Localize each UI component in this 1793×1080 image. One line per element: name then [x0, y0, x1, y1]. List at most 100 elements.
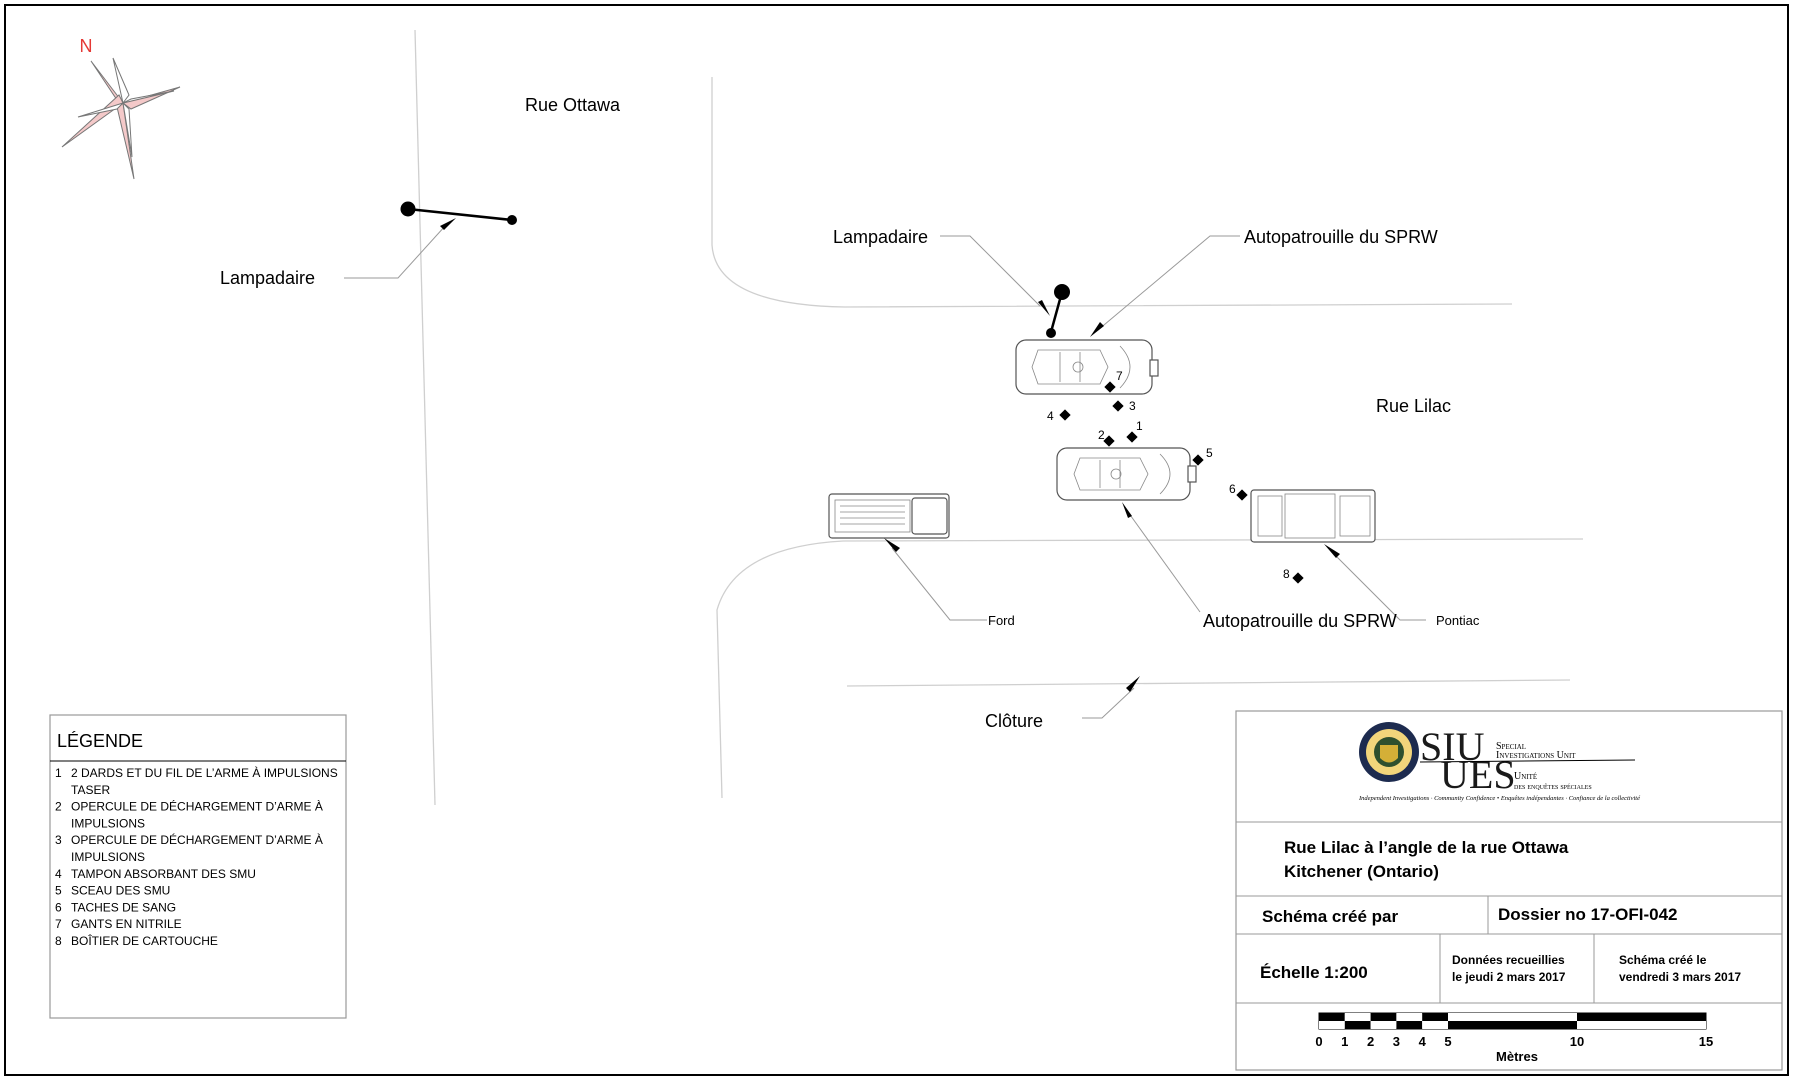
scale-tick-label: 5: [1444, 1034, 1451, 1049]
label-fence: Clôture: [985, 711, 1043, 731]
evidence-marker-8: 8: [1283, 567, 1304, 584]
arrow-cruiser-bottom: [1122, 502, 1132, 518]
evidence-markers: 7 3 4 2 1 5 6 8: [1047, 369, 1304, 584]
arrow-lamp-right: [1038, 300, 1050, 316]
label-cruiser-top: Autopatrouille du SPRW: [1244, 227, 1438, 247]
compass-rose-icon: N: [61, 36, 181, 180]
arrow-pontiac: [1324, 544, 1340, 558]
svg-text:2: 2: [1098, 428, 1105, 442]
label-pontiac: Pontiac: [1436, 613, 1480, 628]
scale-tick-label: 10: [1570, 1034, 1584, 1049]
legend-item-text: BOÎTIER DE CARTOUCHE: [71, 933, 218, 948]
scale-segment: [1396, 1013, 1423, 1021]
leader-ford: [891, 547, 987, 621]
evidence-marker-7: 7: [1104, 369, 1123, 393]
scale-segment: [1344, 1021, 1371, 1029]
file-number: Dossier no 17-OFI-042: [1498, 905, 1678, 924]
scale-tick-label: 1: [1341, 1034, 1348, 1049]
legend-title: LÉGENDE: [57, 731, 143, 751]
scale-segment: [1422, 1013, 1448, 1021]
logo-tagline: Independent Investigations · Community C…: [1358, 795, 1641, 802]
legend-item-number: 3: [55, 833, 62, 847]
scale-segment: [1396, 1021, 1423, 1029]
legend-item-text: TACHES DE SANG: [71, 900, 176, 914]
street-name-ottawa: Rue Ottawa: [525, 95, 621, 115]
scale-segment: [1448, 1013, 1577, 1021]
street-name-lilac: Rue Lilac: [1376, 396, 1451, 416]
scale-segment: [1344, 1013, 1371, 1021]
legend-item-text: IMPULSIONS: [71, 850, 145, 864]
legend-item-text: IMPULSIONS: [71, 816, 145, 830]
scale-segment: [1319, 1021, 1345, 1029]
legend-item-text: SCEAU DES SMU: [71, 884, 170, 898]
leader-lamp-left: [344, 224, 447, 279]
leader-pontiac: [1331, 551, 1426, 621]
legend-item-number: 4: [55, 867, 62, 881]
collected-line-1: Données recueillies: [1452, 953, 1565, 967]
scale-tick-label: 15: [1699, 1034, 1713, 1049]
evidence-marker-2: 2: [1098, 428, 1115, 447]
leader-cruiser-top: [1097, 235, 1240, 331]
evidence-marker-4: 4: [1047, 409, 1071, 423]
legend-item-text: GANTS EN NITRILE: [71, 917, 182, 931]
svg-text:3: 3: [1129, 399, 1136, 413]
svg-text:6: 6: [1229, 482, 1236, 496]
collected-line-2: le jeudi 2 mars 2017: [1452, 970, 1566, 984]
scale-text: Échelle 1:200: [1260, 963, 1368, 982]
scale-tick-label: 2: [1367, 1034, 1374, 1049]
svg-text:4: 4: [1047, 409, 1054, 423]
scale-bar: 0 1 2 3 4 5 10 15 Mètres: [1315, 1012, 1713, 1064]
created-line-1: Schéma créé le: [1619, 953, 1707, 967]
lamp-post-right: [1046, 284, 1070, 338]
lamp-post-left: [400, 201, 517, 225]
arrow-ford: [884, 538, 900, 552]
legend-item-number: 8: [55, 934, 62, 948]
north-label: N: [80, 36, 93, 56]
scale-segment: [1370, 1013, 1397, 1021]
legend-item-number: 6: [55, 900, 62, 914]
arrow-fence: [1126, 676, 1140, 692]
evidence-marker-6: 6: [1229, 482, 1248, 501]
police-car-bottom: [1056, 447, 1197, 501]
created-by: Schéma créé par: [1262, 907, 1398, 926]
legend-item-text: OPERCULE DE DÉCHARGEMENT D’ARME À: [71, 832, 323, 847]
legend-item-text: OPERCULE DE DÉCHARGEMENT D’ARME À: [71, 799, 323, 814]
page-frame: [4, 4, 1789, 1076]
leader-cruiser-bottom: [1127, 511, 1201, 613]
police-car-top: [1015, 339, 1159, 395]
location-line-1: Rue Lilac à l’angle de la rue Ottawa: [1284, 838, 1569, 857]
title-block: SIU UES Special Investigations Unit Unit…: [1235, 710, 1783, 1071]
legend-item-number: 7: [55, 917, 62, 931]
road-edges: [414, 29, 1584, 806]
scale-segment: [1448, 1021, 1577, 1029]
legend-item-number: 1: [55, 766, 62, 780]
svg-text:5: 5: [1206, 446, 1213, 460]
arrow-cruiser-top: [1090, 322, 1104, 337]
logo-special: Special: [1496, 741, 1526, 752]
logo-investigations-unit: Investigations Unit: [1496, 750, 1576, 761]
scale-segment: [1577, 1021, 1706, 1029]
scale-segment: [1319, 1013, 1345, 1021]
location-line-2: Kitchener (Ontario): [1284, 862, 1439, 881]
evidence-marker-5: 5: [1192, 446, 1213, 466]
legend-item-number: 2: [55, 800, 62, 814]
label-lamp-right: Lampadaire: [833, 227, 928, 247]
scale-tick-label: 3: [1393, 1034, 1400, 1049]
scale-unit: Mètres: [1496, 1049, 1538, 1064]
logo-ues: UES: [1440, 752, 1516, 797]
scale-tick-label: 0: [1315, 1034, 1322, 1049]
logo-unite: Unité: [1514, 771, 1537, 782]
leader-fence: [1082, 687, 1135, 719]
legend-item-number: 5: [55, 884, 62, 898]
ontario-seal-icon: [1359, 722, 1419, 782]
legend-item-text: TASER: [71, 783, 110, 797]
svg-text:8: 8: [1283, 567, 1290, 581]
evidence-marker-3: 3: [1112, 399, 1136, 413]
label-cruiser-bottom: Autopatrouille du SPRW: [1203, 611, 1397, 631]
logo-des-enquetes: des enquêtes spéciales: [1514, 782, 1592, 791]
evidence-marker-1: 1: [1126, 419, 1143, 443]
scale-tick-label: 4: [1419, 1034, 1427, 1049]
vehicle-pontiac: [1250, 489, 1376, 543]
